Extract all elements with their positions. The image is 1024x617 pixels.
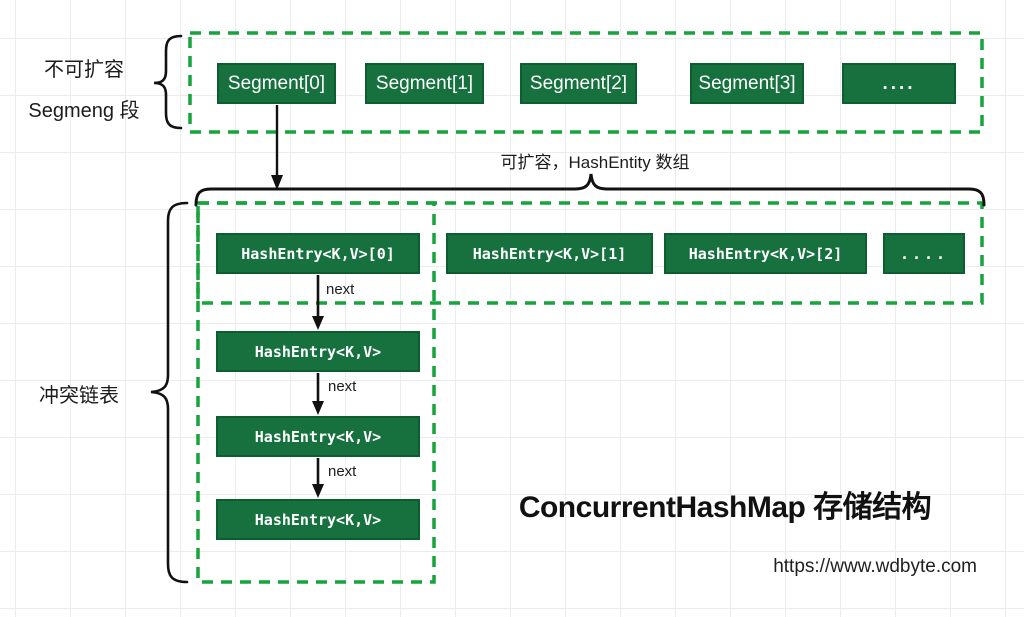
segment-pointer-arrow: [271, 105, 283, 190]
segment-box-2: Segment[2]: [520, 63, 637, 104]
segment-section-label-line1: 不可扩容: [44, 59, 124, 81]
segment-box-0: Segment[0]: [217, 63, 336, 104]
next-arrow-label-1: next: [326, 281, 355, 298]
next-arrow-1: [312, 275, 324, 330]
segment-box-1: Segment[1]: [365, 63, 484, 104]
chain-section-label: 冲突链表: [39, 385, 119, 407]
chain-node-2: HashEntry<K,V>: [216, 499, 420, 540]
segment-section-label-line2: Segmeng 段: [28, 100, 140, 122]
diagram-title: ConcurrentHashMap 存储结构: [518, 491, 932, 524]
next-arrow-label-2: next: [328, 378, 357, 395]
next-arrow-label-3: next: [328, 463, 357, 480]
segment-label-brace: [153, 34, 183, 130]
chain-label-brace: [150, 201, 189, 584]
collision-chain-dashed-container: [196, 201, 436, 584]
chain-node-1: HashEntry<K,V>: [216, 416, 420, 457]
segment-array-dashed-container: [188, 31, 984, 134]
hashentry-box-ellipsis: ....: [883, 233, 965, 274]
chain-node-0: HashEntry<K,V>: [216, 331, 420, 372]
next-arrow-2: [312, 373, 324, 415]
segment-box-ellipsis: ....: [842, 63, 956, 104]
hashentry-box-2: HashEntry<K,V>[2]: [664, 233, 867, 274]
hashentry-array-caption: 可扩容，HashEntity 数组: [500, 153, 690, 172]
segment-box-3: Segment[3]: [690, 63, 804, 104]
hashentry-box-0: HashEntry<K,V>[0]: [216, 233, 420, 274]
watermark-url: https://www.wdbyte.com: [773, 556, 977, 577]
hashentry-box-1: HashEntry<K,V>[1]: [446, 233, 653, 274]
next-arrow-3: [312, 458, 324, 498]
hashentry-array-brace: [194, 173, 986, 207]
